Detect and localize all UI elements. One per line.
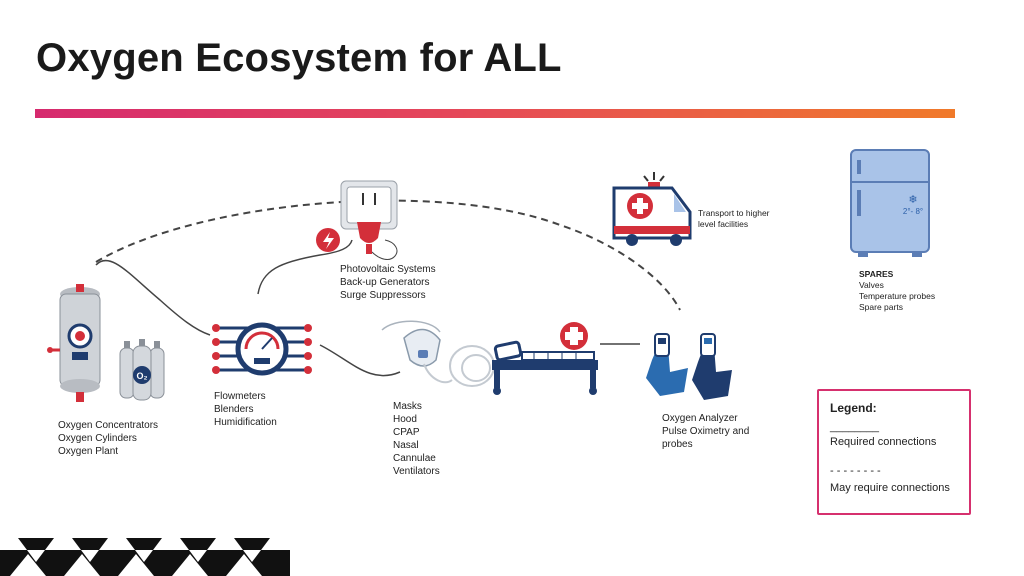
- label-line: Cannulae: [393, 453, 436, 464]
- label-line: Oxygen Plant: [58, 446, 119, 457]
- label-line: Humidification: [214, 417, 277, 428]
- label-line: Pulse Oximetry and: [662, 426, 750, 437]
- label-line: Oxygen Cylinders: [58, 433, 137, 444]
- fridge-temperature: 2°- 8°: [903, 207, 923, 216]
- dashed-connection-arc: [95, 199, 681, 311]
- hospital-bed-icon: [492, 322, 598, 395]
- cylinder-o2-tag: O₂: [137, 371, 148, 381]
- label-line: Nasal: [393, 440, 419, 451]
- label-line: Blenders: [214, 404, 254, 415]
- ambulance-icon: [612, 172, 692, 246]
- label-line: probes: [662, 439, 693, 450]
- label-line: Ventilators: [393, 466, 440, 477]
- legend-solid-label: Required connections: [830, 436, 937, 448]
- page-title: Oxygen Ecosystem for ALL: [36, 36, 562, 80]
- footer-zigzag-pattern: [0, 538, 290, 576]
- label-power: Photovoltaic Systems Back-up Generators …: [340, 263, 436, 302]
- oxygen-mask-icon: [381, 320, 495, 387]
- solid-connection-flowmeter-to-mask: [319, 344, 401, 377]
- oxygen-cylinders-icon: O₂: [119, 339, 165, 401]
- label-line: Masks: [393, 401, 422, 412]
- power-cord: [371, 239, 398, 260]
- legend-title: Legend:: [830, 401, 877, 415]
- label-line: Oxygen Analyzer: [662, 413, 738, 424]
- refrigerator-icon: ❄ 2°- 8°: [850, 149, 930, 257]
- solid-connection-power-to-flowmeter: [257, 239, 353, 295]
- label-line: CPAP: [393, 427, 420, 438]
- oxygen-concentrator-icon: [47, 284, 101, 402]
- label-interfaces: Masks Hood CPAP Nasal Cannulae Ventilato…: [393, 400, 440, 478]
- title-underline-gradient: [35, 109, 955, 118]
- label-transport: Transport to higher level facilities: [698, 208, 770, 230]
- label-line: Valves: [859, 280, 884, 290]
- label-oxygen-sources: Oxygen Concentrators Oxygen Cylinders Ox…: [58, 419, 158, 458]
- legend-dashed-label: May require connections: [830, 482, 950, 494]
- power-outlet-icon: [316, 180, 398, 254]
- pulse-oximeter-hands-icon: [646, 333, 732, 400]
- label-heading: SPARES: [859, 269, 894, 279]
- label-line: Hood: [393, 414, 417, 425]
- legend-solid-symbol: ________: [830, 421, 879, 433]
- label-line: Oxygen Concentrators: [58, 420, 159, 431]
- legend-dashed-symbol: - - - - - - - -: [830, 465, 881, 477]
- label-line: Flowmeters: [214, 391, 266, 402]
- label-line: level facilities: [698, 219, 749, 229]
- label-analyzer: Oxygen Analyzer Pulse Oximetry and probe…: [662, 412, 749, 451]
- label-line: Transport to higher: [698, 208, 770, 218]
- flowmeter-icon: [212, 322, 312, 376]
- label-line: Back-up Generators: [340, 277, 430, 288]
- label-flowmeters: Flowmeters Blenders Humidification: [214, 390, 277, 429]
- label-line: Temperature probes: [859, 291, 936, 301]
- label-line: Spare parts: [859, 302, 903, 312]
- label-spares: SPARES Valves Temperature probes Spare p…: [859, 269, 935, 313]
- svg-text:❄: ❄: [908, 194, 917, 206]
- label-line: Photovoltaic Systems: [340, 264, 436, 275]
- solid-connection-source-to-flowmeter: [95, 259, 211, 336]
- label-line: Surge Suppressors: [340, 290, 426, 301]
- legend-box: Legend: ________ Required connections - …: [817, 389, 971, 515]
